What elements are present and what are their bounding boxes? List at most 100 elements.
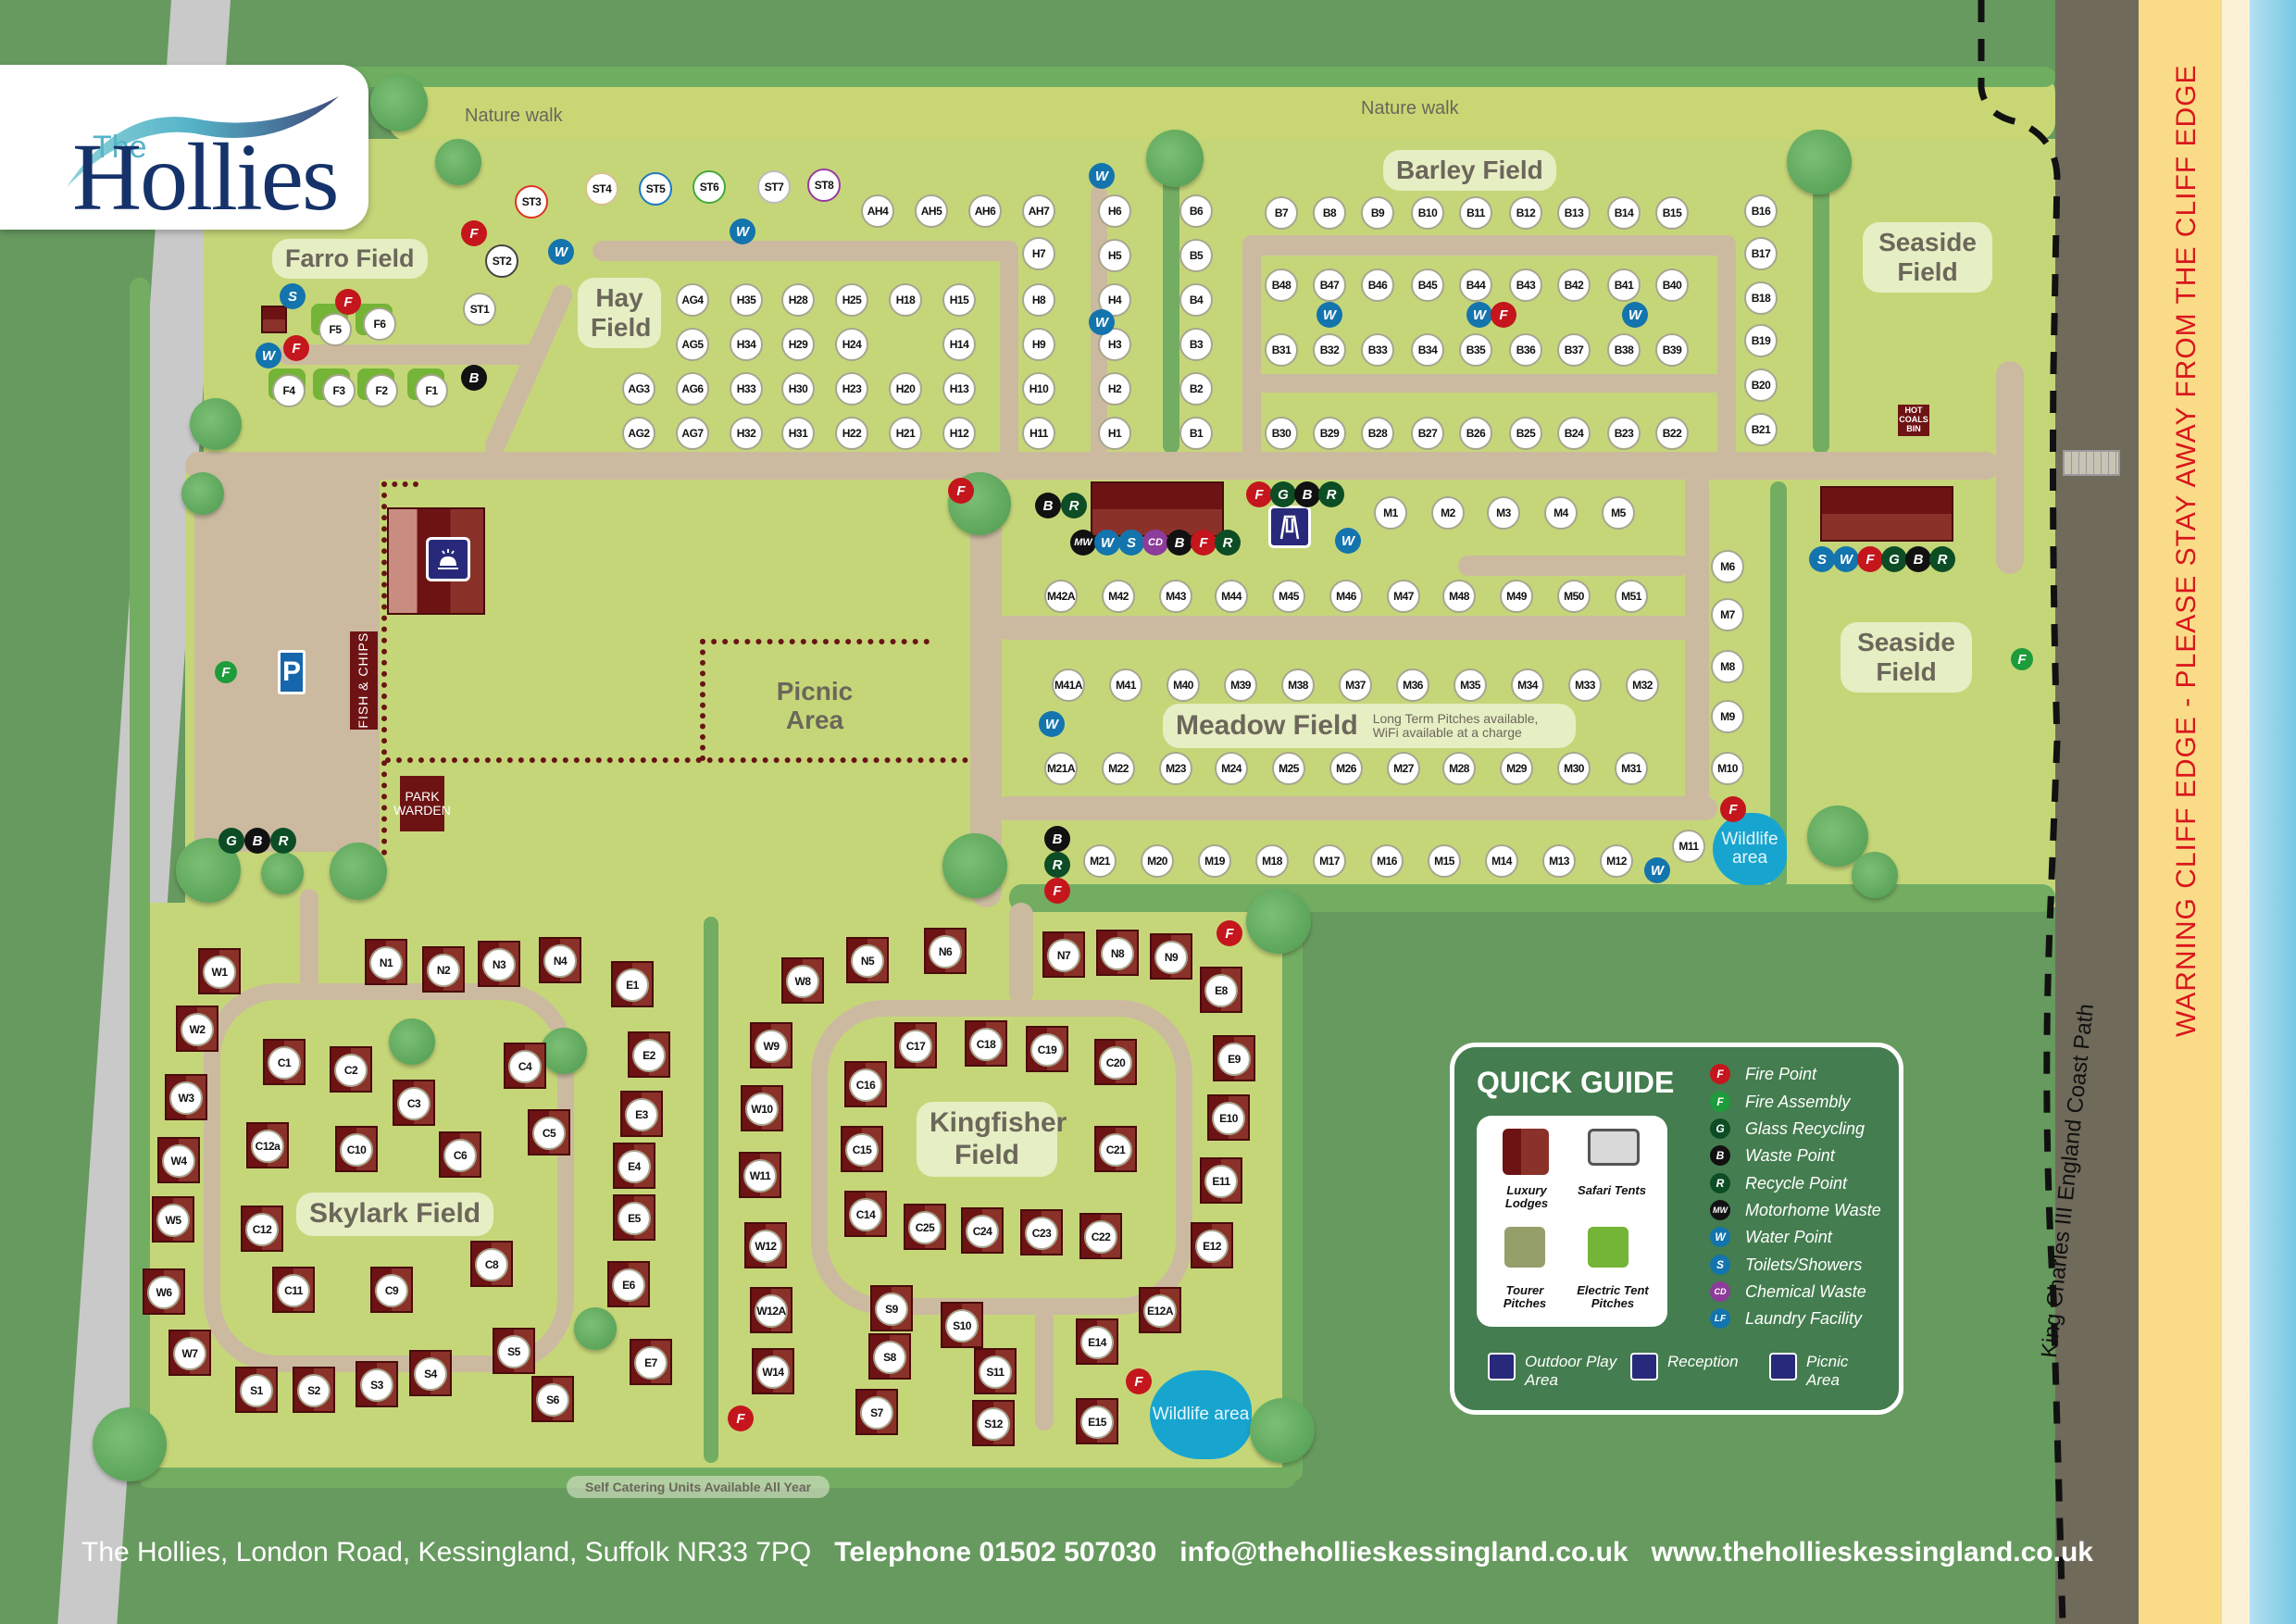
pitch[interactable]: H12 bbox=[942, 417, 976, 450]
fire-point-marker[interactable]: F bbox=[1857, 546, 1883, 572]
pitch[interactable]: M15 bbox=[1428, 844, 1461, 878]
recycle-point-marker[interactable]: R bbox=[1061, 493, 1087, 518]
safari-tent[interactable]: ST3 bbox=[515, 185, 548, 219]
pitch[interactable]: B18 bbox=[1744, 281, 1778, 315]
pitch[interactable]: M32 bbox=[1626, 668, 1659, 702]
pitch[interactable]: B48 bbox=[1265, 269, 1298, 302]
waste-point-marker[interactable]: B bbox=[1167, 530, 1192, 556]
water-point-marker[interactable]: W bbox=[1622, 302, 1648, 328]
luxury-lodge[interactable]: S2 bbox=[293, 1367, 335, 1413]
fire-point-marker[interactable]: F bbox=[1246, 481, 1272, 507]
pitch[interactable]: M40 bbox=[1167, 668, 1200, 702]
pitch[interactable]: H8 bbox=[1022, 283, 1055, 317]
waste-point-marker[interactable]: B bbox=[1035, 493, 1061, 518]
waste-point-marker[interactable]: B bbox=[1044, 826, 1070, 852]
pitch[interactable]: B16 bbox=[1744, 194, 1778, 228]
water-point-marker[interactable]: W bbox=[1089, 309, 1115, 335]
pitch[interactable]: M27 bbox=[1387, 752, 1420, 785]
pitch[interactable]: H24 bbox=[835, 328, 868, 361]
fire-point-marker[interactable]: F bbox=[1720, 796, 1746, 822]
luxury-lodge[interactable]: W12A bbox=[750, 1287, 792, 1333]
fire-point-marker[interactable]: F bbox=[1126, 1368, 1152, 1394]
pitch[interactable]: M42A bbox=[1044, 580, 1078, 613]
waste-point-marker[interactable]: B bbox=[461, 365, 487, 391]
pitch[interactable]: H31 bbox=[781, 417, 815, 450]
luxury-lodge[interactable]: W9 bbox=[750, 1022, 792, 1068]
luxury-lodge[interactable]: E2 bbox=[628, 1031, 670, 1078]
pitch[interactable]: M46 bbox=[1329, 580, 1363, 613]
pitch[interactable]: M49 bbox=[1500, 580, 1533, 613]
pitch[interactable]: B43 bbox=[1509, 269, 1542, 302]
pitch[interactable]: H21 bbox=[889, 417, 922, 450]
pitch[interactable]: H35 bbox=[730, 283, 763, 317]
luxury-lodge[interactable]: C23 bbox=[1020, 1209, 1063, 1255]
pitch[interactable]: B41 bbox=[1607, 269, 1641, 302]
water-point-marker[interactable]: W bbox=[1466, 302, 1492, 328]
footer-telephone[interactable]: Telephone 01502 507030 bbox=[834, 1537, 1157, 1568]
waste-point-marker[interactable]: B bbox=[1905, 546, 1931, 572]
safari-tent[interactable]: ST2 bbox=[485, 244, 518, 278]
pitch[interactable]: B35 bbox=[1459, 333, 1492, 367]
pitch[interactable]: B27 bbox=[1411, 417, 1444, 450]
water-point-marker[interactable]: W bbox=[1094, 530, 1120, 556]
pitch[interactable]: M39 bbox=[1224, 668, 1257, 702]
pitch[interactable]: B45 bbox=[1411, 269, 1444, 302]
luxury-lodge[interactable]: W7 bbox=[168, 1330, 211, 1376]
pitch[interactable]: M1 bbox=[1374, 496, 1407, 530]
luxury-lodge[interactable]: C1 bbox=[263, 1039, 306, 1085]
pitch[interactable]: B25 bbox=[1509, 417, 1542, 450]
pitch[interactable]: M37 bbox=[1339, 668, 1372, 702]
pitch[interactable]: H29 bbox=[781, 328, 815, 361]
fire-assembly-marker[interactable]: F bbox=[2011, 648, 2033, 670]
fire-point-marker[interactable]: F bbox=[283, 335, 309, 361]
luxury-lodge[interactable]: C3 bbox=[393, 1080, 435, 1126]
luxury-lodge[interactable]: E7 bbox=[630, 1339, 672, 1385]
pitch[interactable]: H20 bbox=[889, 372, 922, 406]
luxury-lodge[interactable]: W3 bbox=[165, 1074, 207, 1120]
luxury-lodge[interactable]: C6 bbox=[439, 1131, 481, 1178]
pitch[interactable]: B11 bbox=[1459, 196, 1492, 230]
luxury-lodge[interactable]: W10 bbox=[741, 1085, 783, 1131]
recycle-point-marker[interactable]: R bbox=[1929, 546, 1955, 572]
fire-point-marker[interactable]: F bbox=[1191, 530, 1217, 556]
water-point-marker[interactable]: W bbox=[256, 343, 281, 369]
luxury-lodge[interactable]: W2 bbox=[176, 1006, 218, 1052]
luxury-lodge[interactable]: C2 bbox=[330, 1046, 372, 1093]
pitch[interactable]: B6 bbox=[1179, 194, 1213, 228]
luxury-lodge[interactable]: C4 bbox=[504, 1043, 546, 1089]
luxury-lodge[interactable]: C5 bbox=[528, 1109, 570, 1156]
water-point-marker[interactable]: W bbox=[1039, 711, 1065, 737]
pitch[interactable]: F3 bbox=[322, 374, 356, 407]
pitch[interactable]: AG5 bbox=[676, 328, 709, 361]
luxury-lodge[interactable]: W14 bbox=[752, 1348, 794, 1394]
recycle-point-marker[interactable]: R bbox=[270, 828, 296, 854]
footer-email[interactable]: info@thehollieskessingland.co.uk bbox=[1179, 1537, 1628, 1568]
safari-tent[interactable]: ST4 bbox=[585, 172, 618, 206]
pitch[interactable]: B23 bbox=[1607, 417, 1641, 450]
pitch[interactable]: M11 bbox=[1672, 830, 1705, 863]
recycle-point-marker[interactable]: R bbox=[1318, 481, 1344, 507]
pitch[interactable]: AH7 bbox=[1022, 194, 1055, 228]
luxury-lodge[interactable]: C17 bbox=[894, 1022, 937, 1068]
pitch[interactable]: M21 bbox=[1083, 844, 1117, 878]
safari-tent[interactable]: ST7 bbox=[757, 170, 791, 204]
pitch[interactable]: H28 bbox=[781, 283, 815, 317]
pitch[interactable]: M45 bbox=[1272, 580, 1305, 613]
luxury-lodge[interactable]: E11 bbox=[1200, 1157, 1242, 1204]
fire-point-marker[interactable]: F bbox=[335, 289, 361, 315]
luxury-lodge[interactable]: E12 bbox=[1191, 1222, 1233, 1268]
luxury-lodge[interactable]: C12 bbox=[241, 1206, 283, 1252]
luxury-lodge[interactable]: S3 bbox=[356, 1361, 398, 1407]
pitch[interactable]: AG3 bbox=[622, 372, 655, 406]
pitch[interactable]: H22 bbox=[835, 417, 868, 450]
pitch[interactable]: M30 bbox=[1557, 752, 1591, 785]
luxury-lodge[interactable]: N7 bbox=[1042, 931, 1085, 978]
pitch[interactable]: B21 bbox=[1744, 413, 1778, 446]
pitch[interactable]: B1 bbox=[1179, 417, 1213, 450]
luxury-lodge[interactable]: N2 bbox=[422, 946, 465, 993]
pitch[interactable]: M6 bbox=[1711, 550, 1744, 583]
luxury-lodge[interactable]: W8 bbox=[781, 957, 824, 1004]
pitch[interactable]: B26 bbox=[1459, 417, 1492, 450]
pitch[interactable]: H33 bbox=[730, 372, 763, 406]
luxury-lodge[interactable]: W4 bbox=[157, 1137, 200, 1183]
